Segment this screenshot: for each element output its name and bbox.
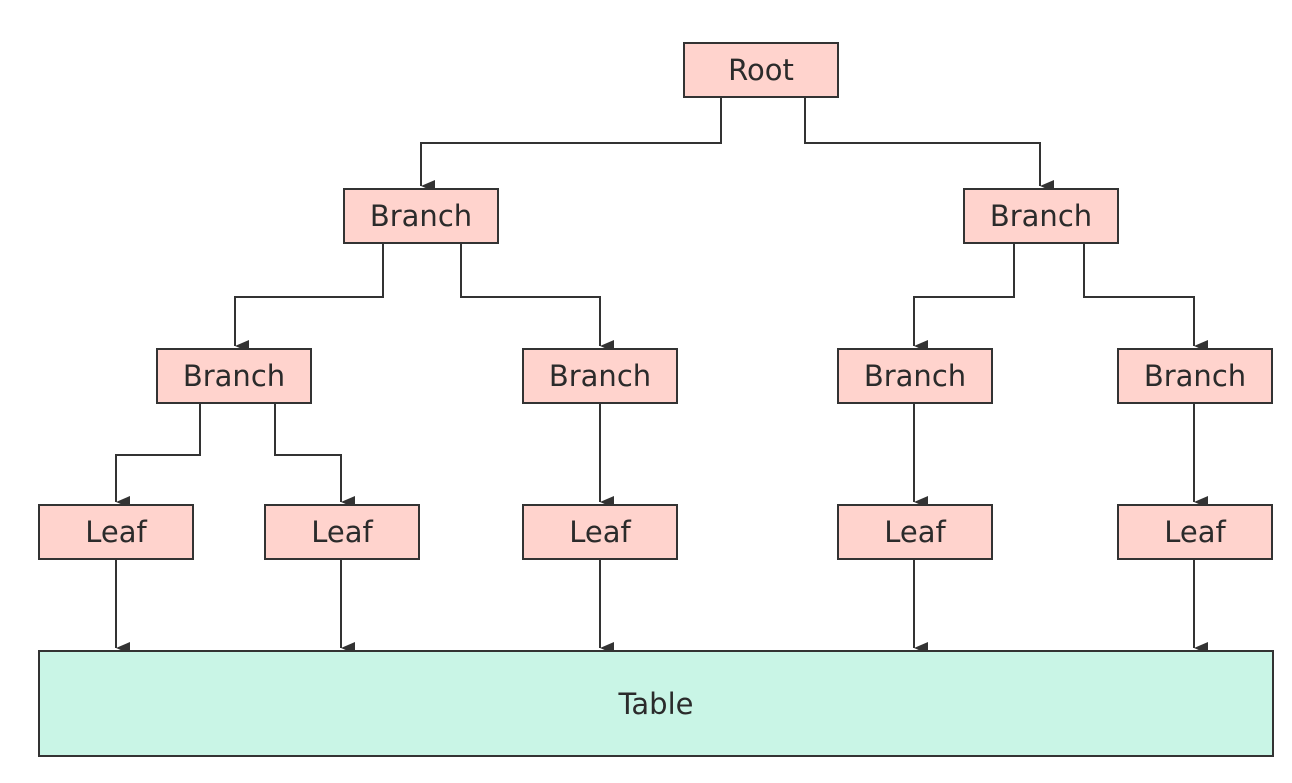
connector-root-to-branch-right xyxy=(804,96,1054,192)
leaf-node-3: Leaf xyxy=(522,504,678,560)
branch-node-left: Branch xyxy=(343,188,499,244)
branch-node-right: Branch xyxy=(963,188,1119,244)
branch-node-right-left: Branch xyxy=(837,348,993,404)
connector-branch-right-to-left xyxy=(913,242,1015,352)
connector-branch-right-to-right xyxy=(1083,242,1208,352)
leaf-node-1: Leaf xyxy=(38,504,194,560)
connector-branch-left-to-left xyxy=(234,242,384,352)
branch-node-right-right: Branch xyxy=(1117,348,1273,404)
branch-node-left-left: Branch xyxy=(156,348,312,404)
leaf-node-4: Leaf xyxy=(837,504,993,560)
leaf-node-5: Leaf xyxy=(1117,504,1273,560)
leaf-node-2: Leaf xyxy=(264,504,420,560)
branch-node-left-right: Branch xyxy=(522,348,678,404)
connector-branch-ll-to-leaf-2 xyxy=(274,402,355,508)
root-node: Root xyxy=(683,42,839,98)
connector-branch-ll-to-leaf-1 xyxy=(115,402,201,508)
table-node: Table xyxy=(38,650,1274,757)
connector-root-to-branch-left xyxy=(420,96,722,192)
connector-branch-left-to-right xyxy=(460,242,614,352)
